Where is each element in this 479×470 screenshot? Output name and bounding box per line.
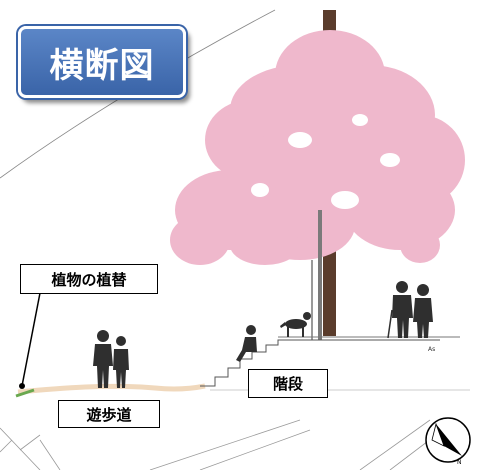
dog-silhouette (280, 312, 311, 337)
stairs-profile (200, 339, 440, 387)
walkway-surface (17, 383, 206, 395)
planting-leader-line (21, 292, 41, 387)
stairs-label: 階段 (248, 369, 328, 398)
person-silhouette-walkway-right (113, 336, 129, 388)
person-silhouette-upper-right (413, 284, 433, 338)
diagram-title: 横断図 (18, 26, 186, 98)
asphalt-mark: As (428, 346, 436, 353)
planting-leader-dot (19, 383, 25, 389)
walkway-label: 遊歩道 (58, 400, 160, 428)
person-silhouette-sitting (236, 325, 257, 362)
canopy-gaps (251, 114, 400, 209)
planting-strip (15, 388, 35, 398)
person-silhouette-walkway-left (93, 330, 113, 388)
tree-canopy (170, 30, 465, 265)
svg-text:N: N (457, 459, 462, 466)
north-arrow-icon: N (425, 417, 471, 466)
plan-line-bottom-left (0, 419, 311, 470)
person-silhouette-upper-left (387, 281, 413, 339)
planting-label: 植物の植替 (20, 264, 158, 294)
